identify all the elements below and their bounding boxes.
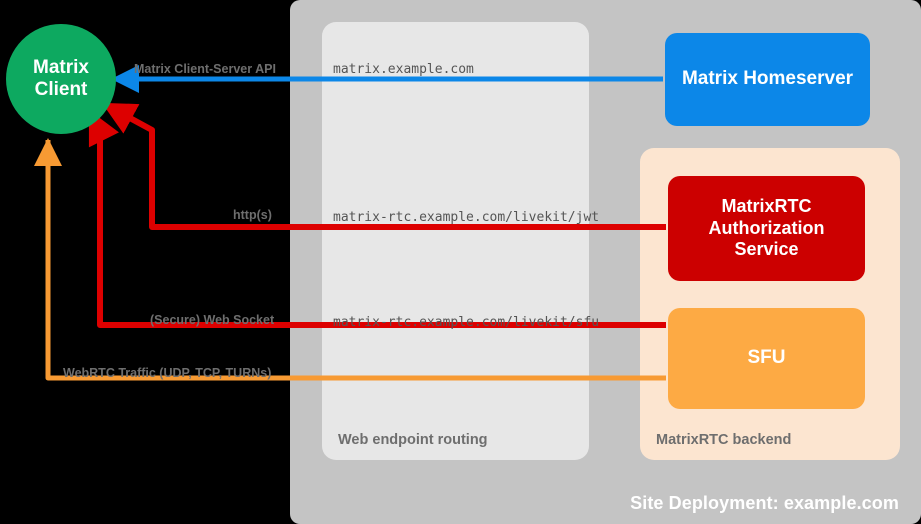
site-deployment-label: Site Deployment: example.com bbox=[630, 493, 899, 513]
node-matrix-homeserver[interactable]: Matrix Homeserver bbox=[665, 33, 870, 126]
matrix-client-label-line1: Matrix bbox=[33, 56, 89, 78]
matrix-client-label-line2: Client bbox=[34, 79, 88, 100]
auth-service-label-line1: MatrixRTC bbox=[721, 196, 812, 217]
matrix-homeserver-label: Matrix Homeserver bbox=[681, 68, 854, 90]
web-endpoint-routing-label: Web endpoint routing bbox=[338, 432, 488, 448]
flow-protocol-label-matrix-cs-api: Matrix Client-Server API bbox=[134, 62, 276, 76]
node-matrix-client[interactable]: Matrix Client bbox=[6, 24, 116, 134]
flow-endpoint-label-jwt: matrix-rtc.example.com/livekit/jwt bbox=[333, 210, 600, 225]
arrow-webrtc-traffic bbox=[34, 137, 666, 381]
web-endpoint-routing-panel: Web endpoint routing bbox=[322, 22, 589, 460]
flow-protocol-label-webrtc: WebRTC Traffic (UDP, TCP, TURNs) bbox=[63, 366, 272, 380]
flow-protocol-label-https: http(s) bbox=[233, 208, 272, 222]
node-sfu[interactable]: SFU bbox=[668, 308, 865, 409]
auth-service-label-line2: Authorization bbox=[708, 217, 825, 238]
auth-service-label-line3: Service bbox=[734, 239, 799, 260]
node-matrixrtc-authorization-service[interactable]: MatrixRTC Authorization Service bbox=[668, 176, 865, 281]
sfu-label: SFU bbox=[747, 347, 786, 369]
matrixrtc-backend-label: MatrixRTC backend bbox=[656, 432, 792, 448]
flow-endpoint-label-sfu: matrix-rtc.example.com/livekit/sfu bbox=[333, 315, 600, 330]
flow-endpoint-label-matrix: matrix.example.com bbox=[333, 62, 474, 77]
flow-protocol-label-websocket: (Secure) Web Socket bbox=[150, 313, 275, 327]
arrow-https-jwt bbox=[101, 101, 666, 230]
